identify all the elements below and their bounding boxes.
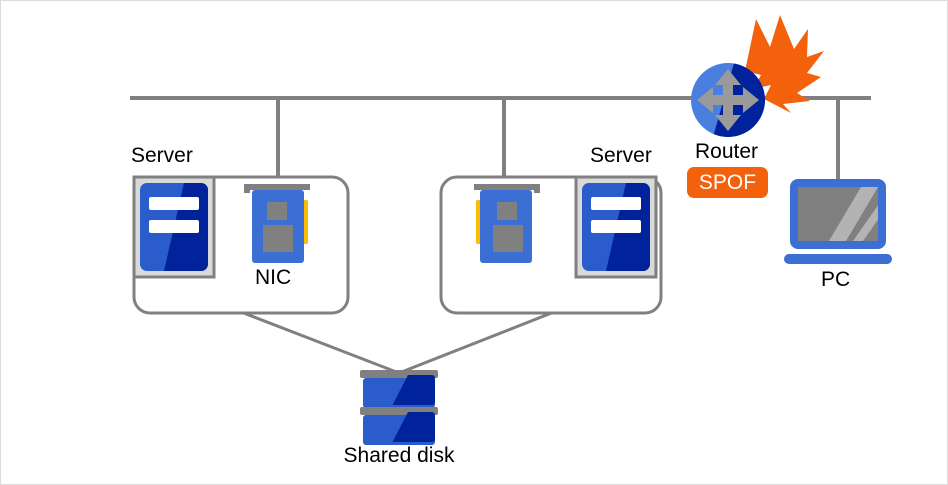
server-group-left[interactable] [132, 175, 350, 315]
nic-chip-small-right [497, 202, 517, 220]
label-shared-disk: Shared disk [343, 444, 455, 467]
server-icon-right [574, 175, 658, 279]
server-icon-left [132, 175, 216, 279]
label-pc: PC [821, 268, 851, 291]
link-server-right-to-disk [398, 310, 555, 375]
nic-icon-left [244, 184, 310, 263]
nic-chip-large-left [263, 225, 293, 252]
router-node[interactable] [691, 15, 824, 137]
shared-disk-node[interactable] [360, 370, 438, 445]
pc-screen-glare [829, 187, 878, 241]
nic-icon-right [474, 184, 540, 263]
server-led-bar-3 [591, 197, 641, 210]
pc-node[interactable] [784, 179, 892, 264]
router-arrows-icon [697, 69, 759, 131]
server-group-right[interactable] [439, 175, 663, 315]
label-nic: NIC [255, 266, 292, 289]
nic-bracket-left [246, 184, 310, 190]
server-led-bar-4 [591, 220, 641, 233]
nic-chip-large-right [493, 225, 523, 252]
failure-burst-icon [745, 15, 824, 113]
server-led-bar-1 [149, 197, 199, 210]
label-server-left: Server [131, 144, 193, 167]
label-router: Router [695, 140, 759, 163]
nic-bracket-right [474, 184, 538, 190]
label-server-right: Server [590, 144, 652, 167]
server-led-bar-2 [149, 220, 199, 233]
pc-base [784, 254, 892, 264]
link-server-left-to-disk [240, 310, 400, 375]
spof-badge: SPOF [687, 167, 768, 198]
nic-chip-small-left [267, 202, 287, 220]
